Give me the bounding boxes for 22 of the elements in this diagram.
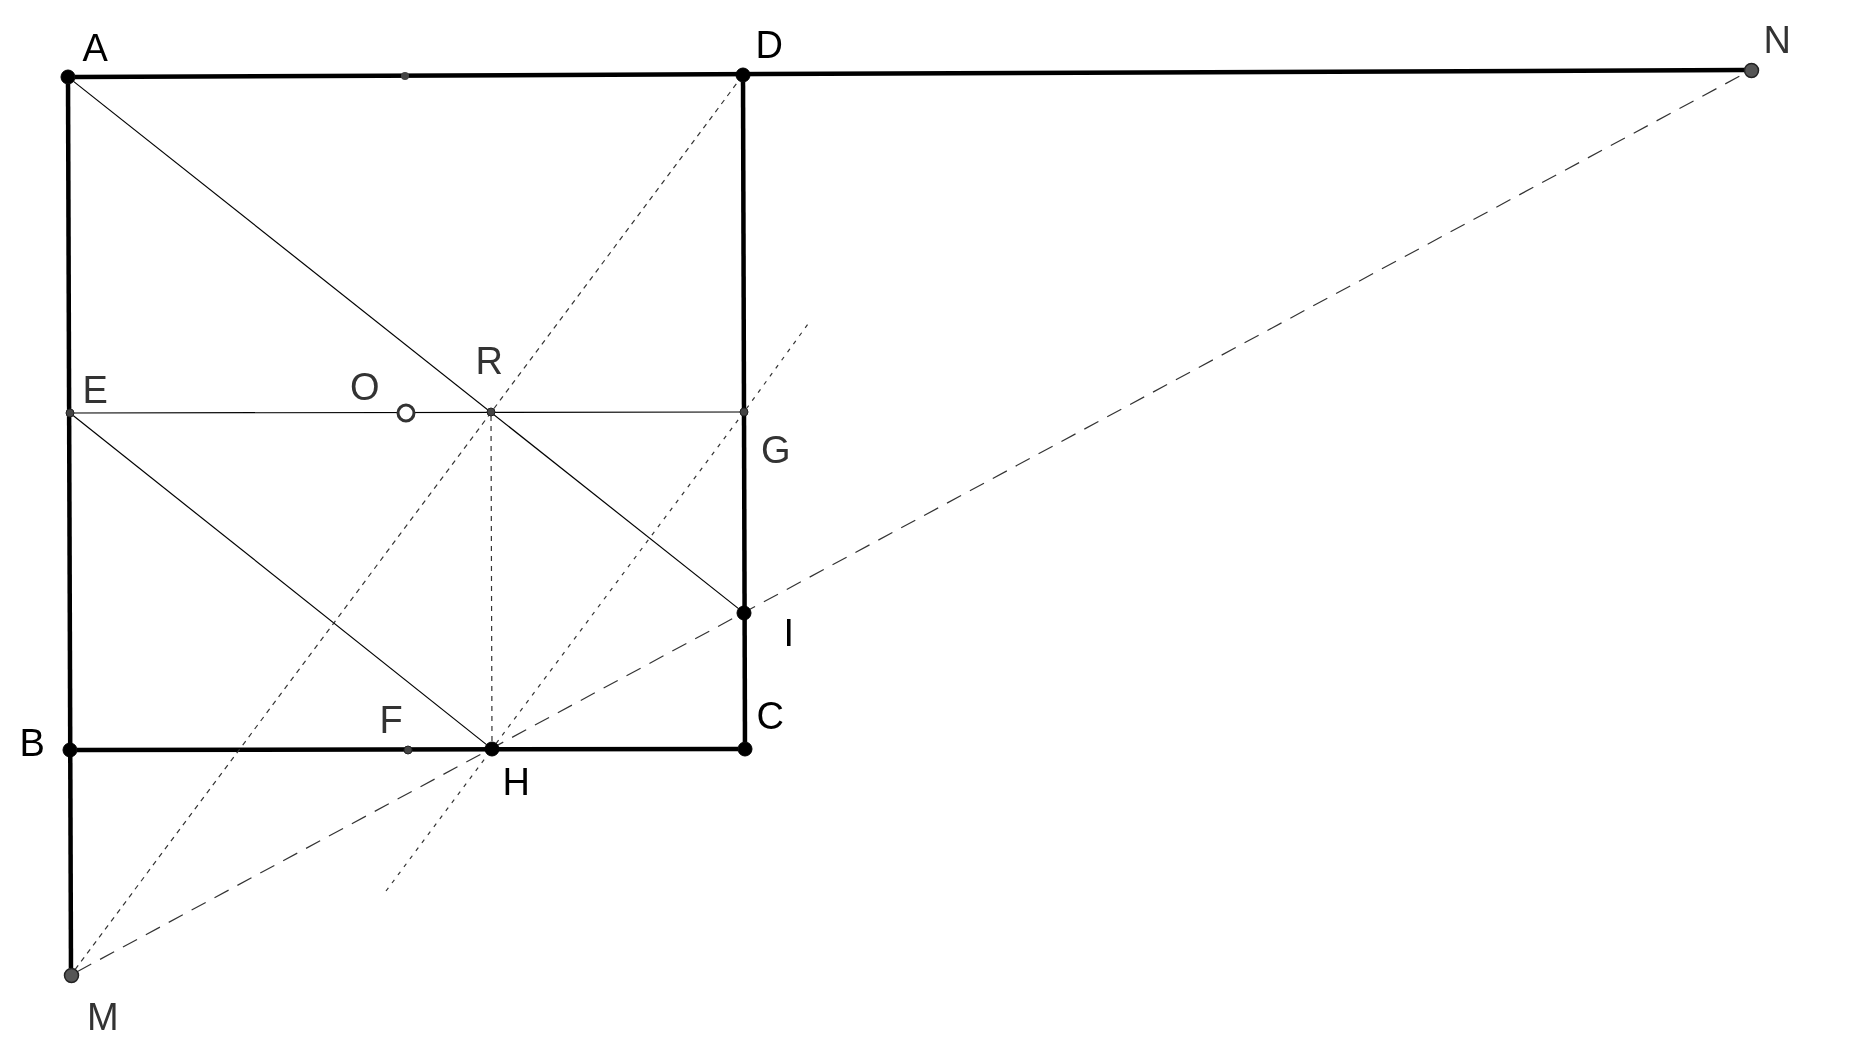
dashed-line — [490, 415, 493, 743]
point-label: M — [87, 998, 119, 1036]
line-segment — [72, 414, 488, 746]
point-label: I — [783, 614, 795, 652]
point-label: D — [755, 26, 783, 64]
point-label: F — [379, 701, 403, 739]
line-segment — [75, 67, 1744, 80]
point-label: B — [19, 724, 45, 762]
line-segment — [73, 411, 741, 414]
line-segment — [77, 746, 738, 753]
dashed-line — [745, 323, 809, 410]
point-label: N — [1763, 21, 1791, 59]
point-label: C — [756, 697, 784, 735]
point-label: H — [502, 763, 530, 801]
point-label: R — [475, 342, 503, 380]
line-segment — [72, 80, 740, 610]
point-label: G — [761, 431, 791, 469]
point-label: O — [350, 368, 380, 406]
line-segment — [740, 82, 748, 742]
point-label: E — [82, 371, 108, 409]
point-label: A — [82, 29, 108, 67]
line-segment — [65, 84, 74, 968]
